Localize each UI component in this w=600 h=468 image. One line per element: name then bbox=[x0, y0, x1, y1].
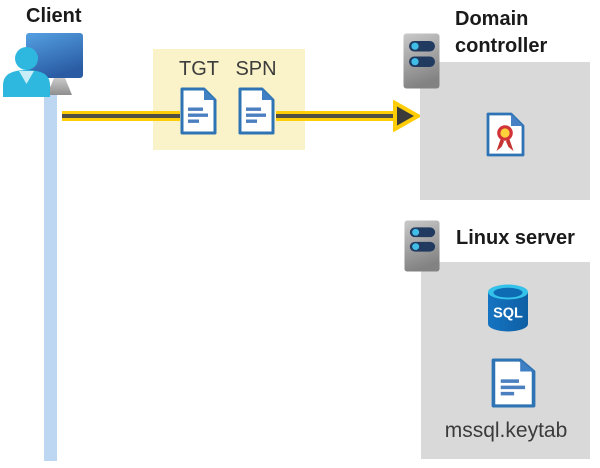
domain-controller-server-icon bbox=[403, 33, 440, 89]
domain-controller-title: Domain controller bbox=[455, 8, 548, 57]
client-workstation-icon bbox=[3, 33, 83, 97]
person-icon bbox=[3, 47, 50, 97]
tgt-document-icon bbox=[180, 87, 217, 135]
linux-server-server-icon bbox=[404, 220, 440, 272]
ticket-highlight-box bbox=[153, 49, 305, 150]
certificate-icon bbox=[486, 112, 525, 157]
keytab-file-label: mssql.keytab bbox=[444, 419, 568, 442]
spn-label: SPN bbox=[235, 58, 277, 80]
arrow-shaft-right bbox=[276, 111, 394, 121]
linux-server-title: Linux server bbox=[456, 227, 575, 249]
client-label: Client bbox=[26, 5, 82, 27]
client-connection-line bbox=[44, 86, 57, 461]
monitor-icon bbox=[26, 33, 83, 95]
sql-database-icon: SQL bbox=[488, 284, 528, 332]
tgt-label: TGT bbox=[179, 58, 219, 80]
keytab-document-icon bbox=[491, 358, 536, 408]
arrow-head-icon bbox=[393, 100, 422, 132]
spn-document-icon bbox=[238, 87, 275, 135]
arrow-core-line bbox=[62, 114, 180, 118]
arrow-shaft-left bbox=[62, 111, 180, 121]
sql-label: SQL bbox=[493, 306, 523, 322]
arrow-core-line bbox=[276, 114, 394, 118]
